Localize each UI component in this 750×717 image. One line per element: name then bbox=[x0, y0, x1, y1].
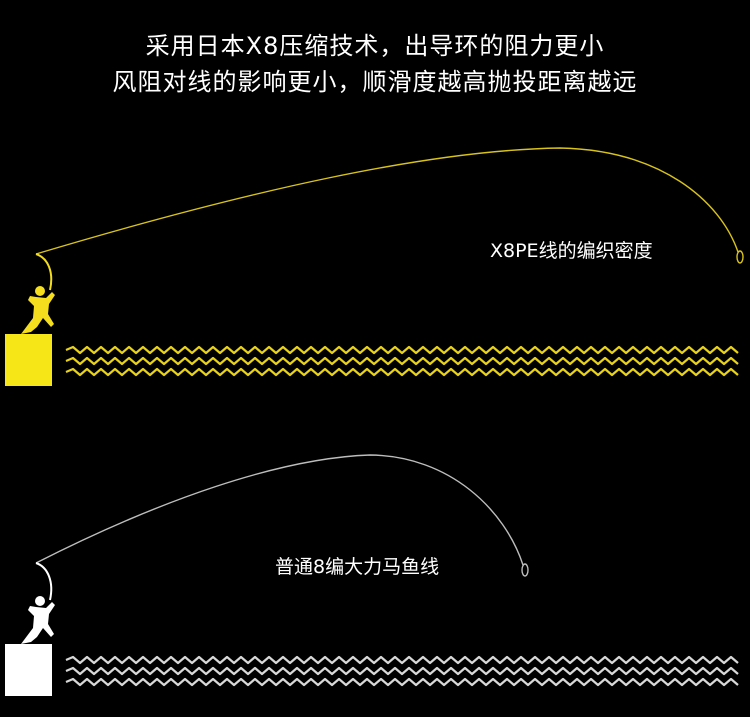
standard-casting-line bbox=[35, 454, 524, 566]
standard-cast-illustration bbox=[5, 454, 739, 696]
x8-water-wave-3 bbox=[65, 367, 739, 377]
x8-line-end-loop bbox=[736, 250, 744, 264]
standard-water-wave-3 bbox=[65, 677, 739, 687]
headline-line-1: 采用日本X8压缩技术，出导环的阻力更小 bbox=[145, 32, 605, 60]
x8-line-label: X8PE线的编织密度 bbox=[490, 240, 653, 262]
headline: 采用日本X8压缩技术，出导环的阻力更小 风阻对线的影响更小，顺滑度越高抛投距离越… bbox=[0, 28, 750, 100]
x8-water-wave-2 bbox=[65, 356, 739, 366]
standard-angler-icon bbox=[21, 596, 55, 644]
x8-cast-illustration bbox=[5, 147, 744, 386]
standard-water-wave-1 bbox=[65, 655, 739, 665]
standard-water-wave-2 bbox=[65, 666, 739, 676]
x8-casting-line bbox=[35, 147, 739, 255]
standard-fishing-rod bbox=[35, 562, 53, 601]
standard-platform-block bbox=[5, 644, 52, 696]
standard-line-label: 普通8编大力马鱼线 bbox=[275, 556, 440, 578]
x8-water-wave-1 bbox=[65, 345, 739, 355]
x8-angler-icon bbox=[21, 286, 55, 334]
x8-platform-block bbox=[5, 334, 52, 386]
x8-fishing-rod bbox=[35, 253, 53, 291]
headline-line-2: 风阻对线的影响更小，顺滑度越高抛投距离越远 bbox=[112, 68, 638, 96]
standard-line-end-loop bbox=[521, 563, 529, 577]
